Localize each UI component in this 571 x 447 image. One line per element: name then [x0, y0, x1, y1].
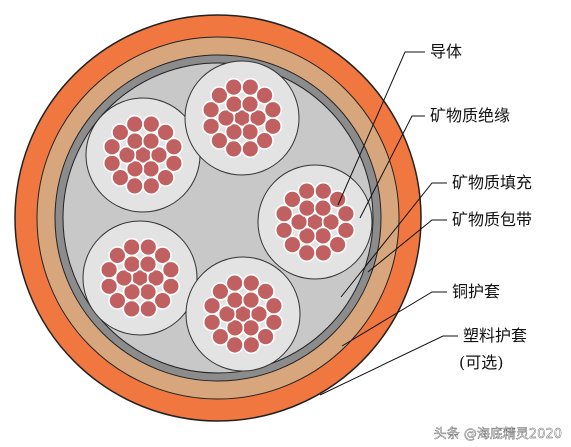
conductor-strand	[224, 77, 243, 97]
conductor-strand	[99, 277, 119, 296]
conductor-strand	[164, 137, 184, 156]
conductor-strand	[211, 327, 230, 346]
label-filler: 矿物质填充	[452, 173, 532, 192]
conductor-strand	[202, 313, 222, 332]
conductor-strand	[283, 235, 302, 254]
leader-insulation	[359, 115, 425, 219]
conductor-strand	[249, 304, 269, 324]
core	[85, 97, 201, 213]
conductor-strand	[99, 260, 119, 279]
conductor-strand	[139, 299, 158, 319]
conductor-strand	[156, 168, 175, 187]
conductor-strand	[314, 243, 333, 263]
leader-filler	[340, 182, 447, 298]
conductor-strand	[263, 100, 283, 119]
core	[257, 164, 373, 280]
conductor-strand	[108, 246, 127, 265]
conductor-strand	[225, 335, 244, 355]
conductor-strand	[224, 139, 243, 159]
label-wrap: 矿物质包带	[452, 210, 532, 229]
conductor-strand	[142, 176, 161, 196]
leader-wrap	[367, 219, 447, 273]
conductor-strand	[149, 145, 169, 165]
label-plastic-sheath: 塑料护套	[463, 326, 527, 345]
label-insulation: 矿物质绝缘	[430, 106, 510, 125]
conductor-strand	[225, 273, 244, 293]
conductor-strand	[122, 299, 141, 319]
conductor-strand	[210, 86, 229, 105]
conductor-strand	[211, 282, 230, 301]
conductor-strand	[328, 235, 347, 254]
conductor-strand	[125, 114, 144, 134]
conductor-strand	[153, 291, 172, 310]
conductor-strand	[264, 296, 284, 315]
label-conductor: 导体	[430, 42, 462, 61]
conductor-strand	[241, 139, 260, 159]
core	[82, 220, 198, 336]
conductor-strand	[202, 296, 222, 315]
conductor-strand	[156, 123, 175, 142]
leader-plastic-sheath	[319, 335, 458, 396]
conductor-strand	[283, 190, 302, 209]
core	[185, 256, 301, 372]
conductor-strand	[139, 237, 158, 257]
conductor-strand	[146, 268, 166, 288]
conductor-strand	[241, 77, 260, 97]
watermark: 头条 @海底精灵2020	[434, 426, 562, 442]
conductor-strand	[255, 86, 274, 105]
leader-lines	[319, 51, 458, 396]
conductor-strand	[217, 304, 237, 324]
conductor-strand	[274, 221, 294, 240]
conductor-strand	[111, 168, 130, 187]
conductor-strand	[142, 114, 161, 134]
conductor-strand	[321, 212, 341, 232]
conductor-strand	[161, 260, 181, 279]
conductor-strand	[210, 131, 229, 150]
conductor-strand	[289, 212, 309, 232]
conductor-strand	[248, 108, 268, 128]
conductor-strand	[216, 108, 236, 128]
conductor-strand	[111, 123, 130, 142]
label-copper-sheath: 铜护套	[452, 282, 500, 301]
label-optional: (可选)	[459, 353, 504, 372]
conductor-strand	[102, 137, 122, 156]
conductor-strand	[314, 181, 333, 201]
conductor-strand	[201, 100, 221, 119]
leader-copper-sheath	[341, 291, 447, 347]
conductor-strand	[153, 246, 172, 265]
conductor-strand	[336, 204, 356, 223]
conductor-strand	[255, 131, 274, 150]
cores	[82, 60, 373, 372]
conductor-strand	[242, 273, 261, 293]
labels: 导体 矿物质绝缘 矿物质填充 矿物质包带 铜护套 塑料护套 (可选)	[430, 42, 532, 372]
conductor-strand	[102, 154, 122, 173]
conductor-strand	[242, 335, 261, 355]
conductor-strand	[256, 282, 275, 301]
conductor-strand	[297, 181, 316, 201]
conductor-strand	[117, 145, 137, 165]
leader-conductor	[337, 51, 425, 206]
conductor-strand	[201, 117, 221, 136]
conductor-strand	[114, 268, 134, 288]
core	[184, 60, 300, 176]
conductor-strand	[297, 243, 316, 263]
conductor-strand	[256, 327, 275, 346]
conductor-strand	[122, 237, 141, 257]
conductor-strand	[274, 204, 294, 223]
conductor-strand	[125, 176, 144, 196]
conductor-strand	[108, 291, 127, 310]
